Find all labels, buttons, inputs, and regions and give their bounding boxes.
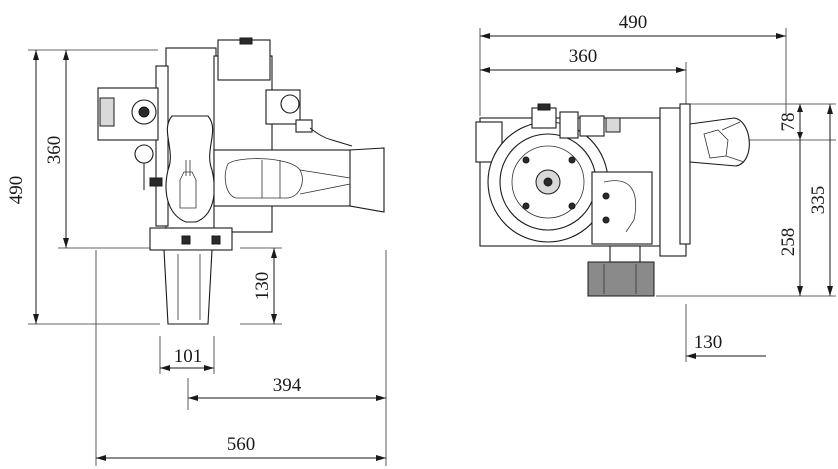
- dim-tube-width: 101: [174, 346, 203, 367]
- dim-front-flange-width: 130: [694, 332, 723, 353]
- dim-front-middle-height: 258: [778, 228, 799, 257]
- burner-arm: [213, 149, 355, 207]
- dim-front-partial-width: 360: [569, 46, 598, 67]
- dim-front-total-height: 335: [808, 186, 829, 215]
- control-box: [591, 171, 653, 245]
- front-nozzle: [689, 117, 750, 167]
- dim-front-overall-width: 490: [619, 12, 648, 33]
- left-side-view: 490 360 130 101 394 560: [6, 37, 387, 466]
- motor: [587, 261, 655, 297]
- dim-overall-height: 490: [6, 176, 27, 205]
- blast-tube: [163, 249, 213, 325]
- dim-upper-height: 360: [44, 136, 65, 165]
- right-front-view: 490 360 78 258 335 130: [475, 12, 836, 362]
- dim-tube-to-edge: 394: [273, 375, 302, 396]
- dim-lower-height: 130: [252, 272, 273, 301]
- dim-front-top-offset: 78: [778, 113, 799, 132]
- dim-overall-width: 560: [227, 434, 256, 455]
- motor-block: [217, 39, 271, 81]
